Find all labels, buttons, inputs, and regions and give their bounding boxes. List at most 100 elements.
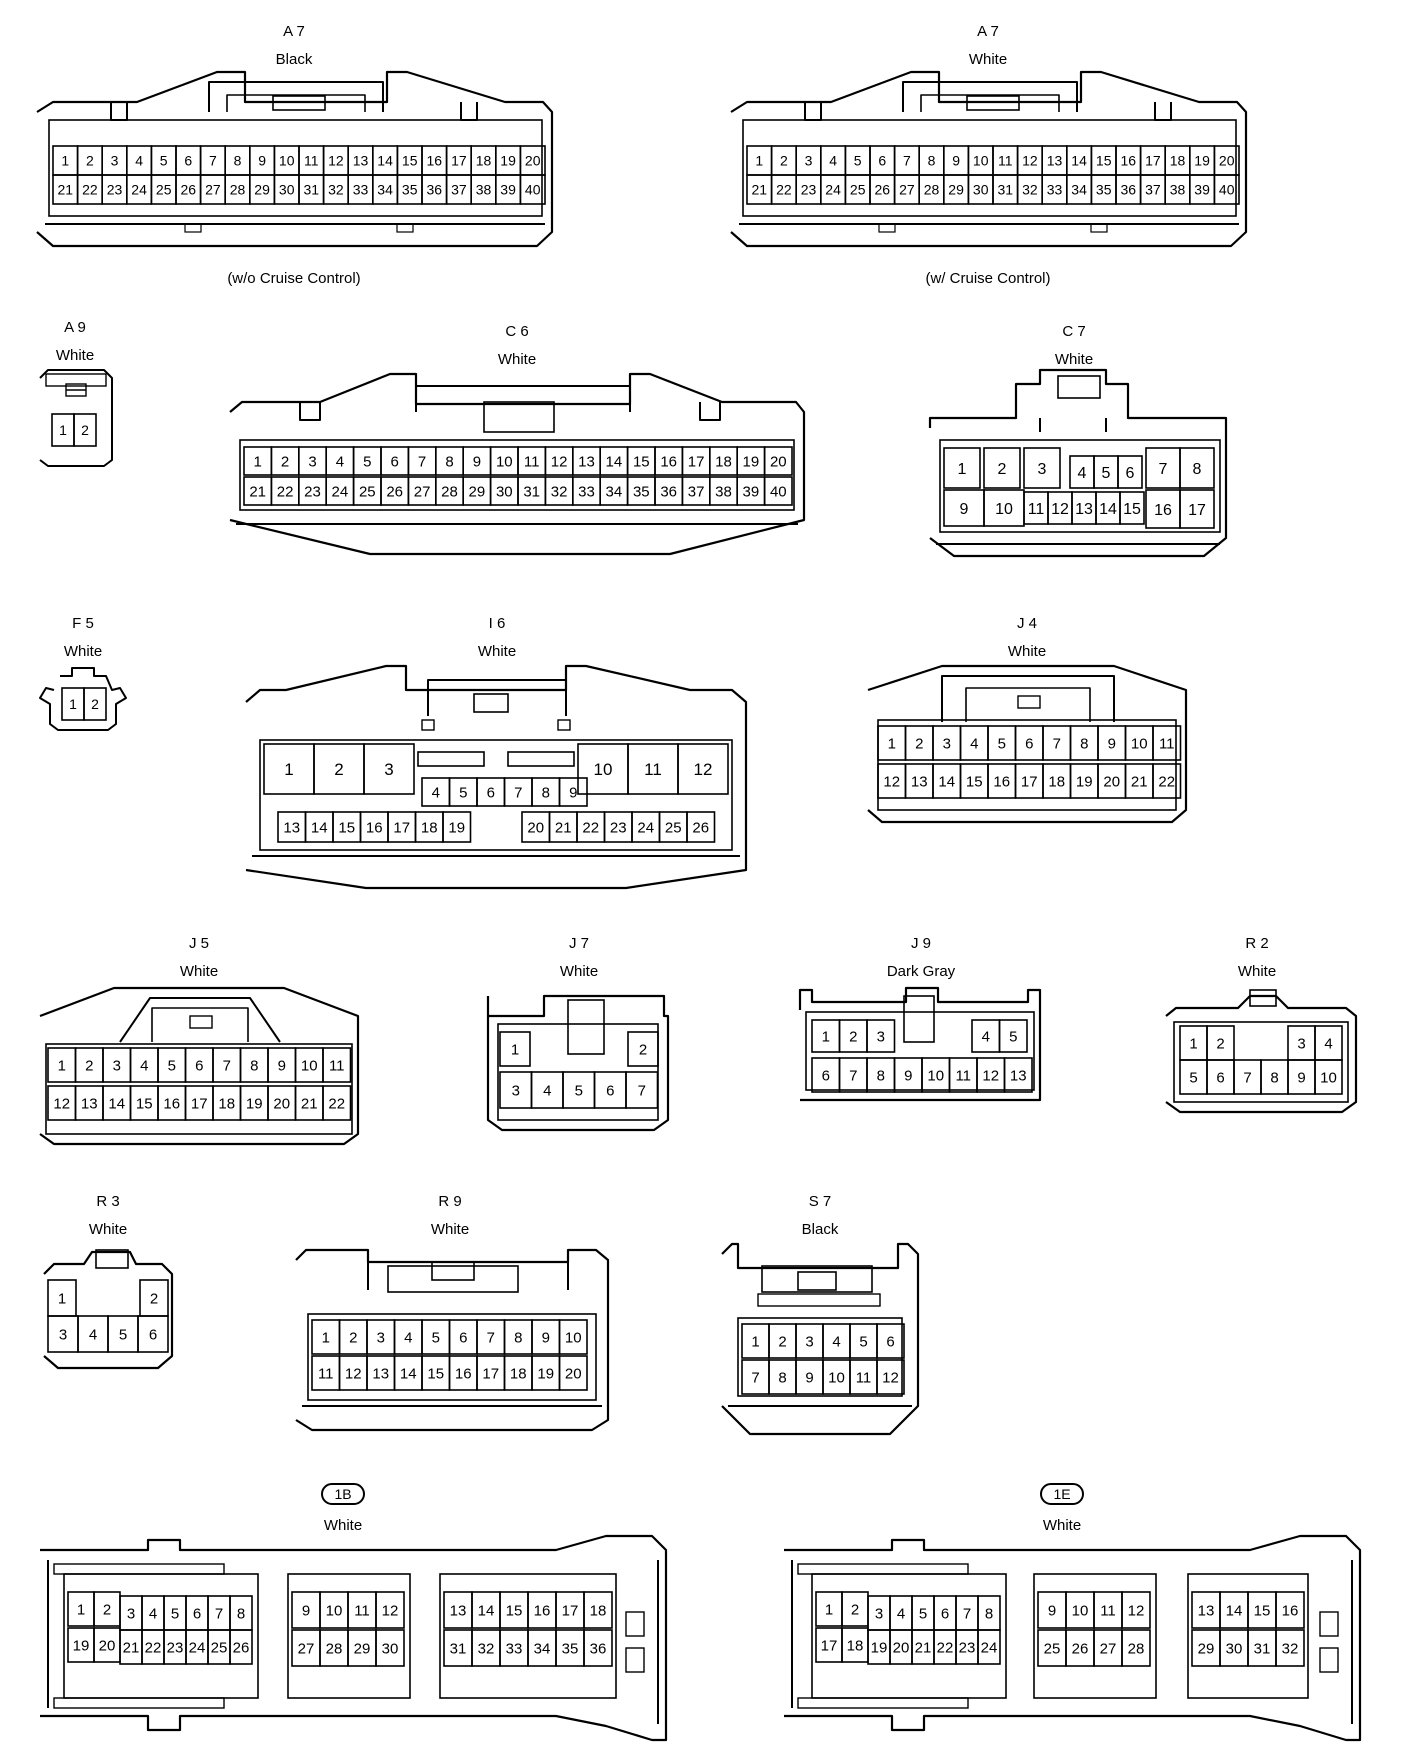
pin-number: 21	[752, 182, 768, 198]
key-slot	[53, 1697, 225, 1709]
pin-number: 39	[1194, 182, 1210, 198]
shell-line	[1154, 102, 1172, 121]
pin-cavity	[583, 1629, 613, 1667]
connector-color: White	[431, 1221, 469, 1238]
latch-block	[473, 693, 509, 713]
pin-number: 19	[448, 819, 465, 836]
connector-label: R 9	[438, 1193, 461, 1210]
pin-number: 6	[149, 1326, 157, 1343]
pin-number: 9	[960, 501, 969, 518]
pin-number: 18	[1048, 773, 1065, 790]
pin-number: 7	[849, 1067, 857, 1084]
pin-number: 2	[281, 453, 289, 470]
pin-number: 26	[181, 182, 197, 198]
connector-color: White	[478, 643, 516, 660]
pin-number: 4	[543, 1082, 551, 1099]
pin-number: 14	[478, 1602, 495, 1619]
pin-number: 8	[1193, 461, 1202, 478]
pin-number: 6	[487, 784, 495, 801]
pin-number: 20	[1103, 773, 1120, 790]
pin-number: 2	[1216, 1035, 1224, 1052]
pin-number: 14	[311, 819, 328, 836]
connector-color: White	[89, 1221, 127, 1238]
pin-cavity	[1275, 1629, 1305, 1667]
pin-number: 9	[952, 153, 960, 169]
latch-block	[483, 401, 555, 433]
pin-cavity	[1119, 491, 1145, 525]
pin-number: 14	[377, 153, 393, 169]
pin-panel	[48, 119, 543, 217]
pin-number: 5	[1009, 1028, 1017, 1045]
pin-number: 27	[298, 1640, 315, 1657]
pin-number: 4	[1078, 465, 1087, 482]
pin-number: 21	[915, 1639, 932, 1656]
pin-number: 10	[927, 1067, 944, 1084]
pin-number: 1	[825, 1601, 833, 1618]
pin-number: 22	[277, 483, 294, 500]
pin-number: 38	[715, 483, 732, 500]
connector-1b: 1BWhite119220321422523624725826927102811…	[40, 1483, 668, 1742]
pin-number: 2	[915, 735, 923, 752]
key-slot	[757, 1293, 881, 1307]
connector-shell	[39, 667, 127, 731]
pin-number: 1	[58, 1057, 66, 1074]
pin-number: 18	[1170, 153, 1186, 169]
connector-shell	[784, 1534, 1362, 1742]
pin-number: 17	[688, 453, 705, 470]
latch-frame	[151, 1007, 249, 1042]
pin-number: 3	[1038, 461, 1047, 478]
key-slot	[797, 1697, 969, 1709]
latch-block	[1249, 989, 1277, 1007]
pin-number: 4	[89, 1326, 97, 1343]
pin-cavity	[1152, 763, 1182, 799]
pin-number: 13	[1198, 1602, 1215, 1619]
pin-cavity	[322, 1047, 352, 1083]
pin-number: 3	[1297, 1035, 1305, 1052]
latch-frame	[119, 997, 281, 1043]
pin-number: 3	[377, 1329, 385, 1346]
pin-number: 3	[512, 1082, 520, 1099]
pin-number: 14	[400, 1365, 417, 1382]
pin-number: 37	[1145, 182, 1161, 198]
pin-number: 7	[1159, 461, 1168, 478]
pin-number: 17	[482, 1365, 499, 1382]
pin-number: 6	[1126, 465, 1135, 482]
pin-number: 34	[606, 483, 623, 500]
connector-shell	[721, 1242, 920, 1436]
pin-number: 18	[218, 1095, 235, 1112]
pin-cavity	[983, 447, 1021, 489]
pin-number: 24	[189, 1639, 206, 1656]
pin-number: 10	[1131, 735, 1148, 752]
connector-label: 1B	[334, 1486, 351, 1502]
pin-number: 10	[1072, 1602, 1089, 1619]
connector-color: White	[56, 347, 94, 364]
pin-number: 30	[1226, 1640, 1243, 1657]
pin-number: 13	[450, 1602, 467, 1619]
pin-number: 3	[805, 1333, 813, 1350]
pin-number: 17	[191, 1095, 208, 1112]
pin-number: 24	[332, 483, 349, 500]
pin-number: 2	[103, 1601, 111, 1618]
pin-cavity	[1023, 447, 1061, 489]
pin-number: 13	[578, 453, 595, 470]
pin-number: 1	[511, 1041, 519, 1058]
pin-number: 23	[304, 483, 321, 500]
pin-cavity	[558, 777, 588, 807]
pin-block	[63, 1573, 259, 1699]
pin-number: 16	[1121, 153, 1137, 169]
pin-number: 13	[1010, 1067, 1027, 1084]
pin-block	[1033, 1573, 1157, 1699]
pin-number: 11	[318, 1365, 334, 1382]
pin-number: 5	[432, 1329, 440, 1346]
pin-number: 32	[478, 1640, 495, 1657]
pin-number: 19	[537, 1365, 554, 1382]
pin-number: 14	[108, 1095, 125, 1112]
pin-number: 9	[1048, 1602, 1056, 1619]
pin-number: 33	[1047, 182, 1063, 198]
connector-1e: 1EWhite117218319420521622723824925102611…	[784, 1483, 1362, 1742]
pin-number: 9	[278, 1057, 286, 1074]
pin-number: 18	[847, 1637, 864, 1654]
pin-number: 5	[919, 1605, 927, 1622]
